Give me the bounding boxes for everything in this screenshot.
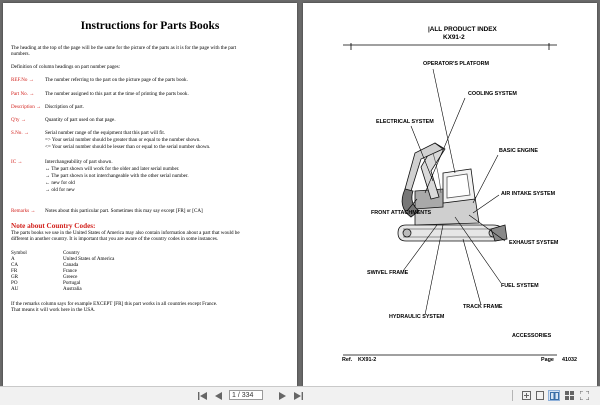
label-fuel-system: FUEL SYSTEM bbox=[501, 283, 539, 289]
desc-text: Discription of part. bbox=[45, 104, 84, 110]
fullscreen-icon[interactable] bbox=[578, 390, 590, 401]
next-page-icon[interactable] bbox=[276, 390, 288, 401]
footer-number: 41032 bbox=[562, 357, 577, 363]
label-cooling-system: COOLING SYSTEM bbox=[468, 91, 517, 97]
skip-forward-icon[interactable] bbox=[292, 390, 304, 401]
label-basic-engine: BASIC ENGINE bbox=[499, 148, 538, 154]
code-symbol: A bbox=[11, 256, 15, 262]
label-accessories: ACCESSORIES bbox=[512, 333, 552, 339]
intro-line-2: numbers. bbox=[11, 51, 30, 57]
label-hydraulic-system: HYDRAULIC SYSTEM bbox=[389, 314, 445, 320]
single-page-icon[interactable] bbox=[534, 390, 546, 401]
footer-page: Page bbox=[541, 357, 554, 363]
ref-label: REF.No → bbox=[11, 77, 34, 83]
sno-text-1: Serial number range of the equipment tha… bbox=[45, 130, 166, 136]
country-paragraph-2: different in another country. It is impo… bbox=[11, 236, 219, 242]
sno-text-3: <= Your serial number should be lesser t… bbox=[45, 144, 211, 150]
skip-back-icon[interactable] bbox=[196, 390, 208, 401]
intro-line-1: The heading at the top of the page will … bbox=[11, 45, 237, 51]
code-symbol: PO bbox=[11, 280, 18, 286]
definition-line: Definition of column headings on part nu… bbox=[11, 64, 121, 70]
part-label: Part No. → bbox=[11, 91, 35, 97]
sno-text-2: => Your serial number should be greater … bbox=[45, 137, 201, 143]
ic-label: IC → bbox=[11, 159, 23, 165]
label-operators-platform: OPERATOR'S PLATFORM bbox=[423, 61, 489, 67]
country-header: Country bbox=[63, 250, 80, 256]
country-heading: Note about Country Codes: bbox=[11, 222, 96, 230]
fit-page-icon[interactable] bbox=[520, 390, 532, 401]
sno-label: S.No. → bbox=[11, 130, 29, 136]
label-air-intake-system: AIR INTAKE SYSTEM bbox=[501, 191, 556, 197]
code-symbol: GR bbox=[11, 274, 19, 280]
code-country: Portugal bbox=[63, 280, 81, 286]
code-country: United States of America bbox=[63, 256, 115, 262]
footer-model: KX91-2 bbox=[358, 357, 377, 363]
grid-icon[interactable] bbox=[563, 390, 575, 401]
code-symbol: CA bbox=[11, 262, 19, 268]
code-country: France bbox=[63, 268, 77, 274]
code-country: Australia bbox=[63, 286, 82, 292]
two-page-icon[interactable] bbox=[548, 390, 560, 401]
viewer-toolbar: 1 / 334 bbox=[0, 386, 600, 405]
ic-text-5: → old for new bbox=[45, 187, 75, 193]
country-paragraph-1: The parts books we use in the United Sta… bbox=[11, 230, 240, 236]
footer-line-2: That means it will work here in the USA. bbox=[11, 307, 96, 313]
footer-ref: Ref. bbox=[342, 357, 353, 363]
symbol-header: Symbol bbox=[11, 250, 27, 256]
part-text: The number assigned to this part at the … bbox=[45, 91, 189, 97]
code-country: Greece bbox=[63, 274, 78, 280]
ic-text-4: ← new for old bbox=[45, 180, 75, 186]
index-header: |ALL PRODUCT INDEX bbox=[428, 26, 497, 33]
footer-line-1: If the remarks column says for example E… bbox=[11, 301, 218, 307]
page-title: Instructions for Parts Books bbox=[80, 20, 220, 32]
code-symbol: AU bbox=[11, 286, 19, 292]
ic-text-1: Interchangeability of part shown. bbox=[45, 159, 113, 165]
prev-page-icon[interactable] bbox=[212, 390, 224, 401]
page-number-input[interactable]: 1 / 334 bbox=[229, 390, 263, 400]
label-track-frame: TRACK FRAME bbox=[463, 304, 503, 310]
label-swivel-frame: SWIVEL FRAME bbox=[367, 270, 409, 276]
ref-text: The number referring to the part on the … bbox=[45, 77, 188, 83]
remarks-label: Remarks → bbox=[11, 208, 36, 214]
ic-text-3: → The part shown is not interchangeable … bbox=[45, 173, 189, 179]
remarks-text: Notes about this particular part. Someti… bbox=[45, 208, 203, 214]
ic-text-2: ↔ The part shown will work for the older… bbox=[45, 166, 180, 172]
label-front-attachments: FRONT ATTACHMENTS bbox=[371, 210, 432, 216]
code-symbol: FR bbox=[11, 268, 18, 274]
left-page: Instructions for Parts Books The heading… bbox=[3, 3, 297, 386]
label-exhaust-system: EXHAUST SYSTEM bbox=[509, 240, 559, 246]
index-model: KX91-2 bbox=[443, 34, 465, 41]
code-country: Canada bbox=[63, 262, 79, 268]
qty-text: Quantity of part used on that page. bbox=[45, 117, 116, 123]
qty-label: Q'ty → bbox=[11, 117, 26, 123]
label-electrical-system: ELECTRICAL SYSTEM bbox=[376, 119, 434, 125]
excavator-diagram bbox=[343, 43, 557, 356]
excavator-drawing bbox=[397, 142, 508, 242]
right-page: |ALL PRODUCT INDEX KX91-2 bbox=[303, 3, 597, 386]
desc-label: Description → bbox=[11, 104, 42, 110]
